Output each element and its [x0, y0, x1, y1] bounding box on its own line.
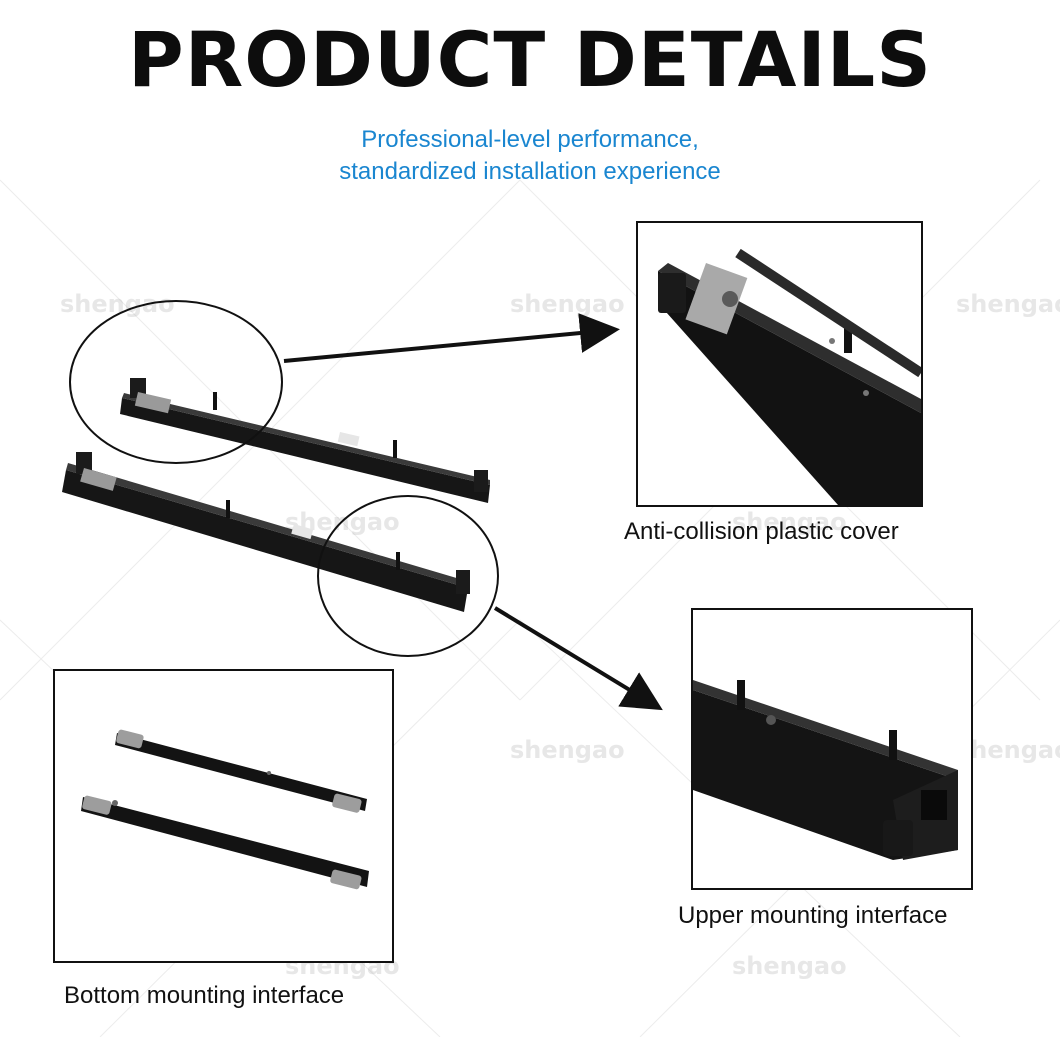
watermark: shengao: [956, 290, 1060, 318]
caption-upper-mounting: Upper mounting interface: [678, 902, 948, 929]
subtitle-line-2: standardized installation experience: [339, 158, 721, 185]
watermark: shengao: [732, 952, 847, 980]
watermark: shengao: [60, 290, 175, 318]
watermark: shengao: [956, 736, 1060, 764]
caption-bottom-mounting: Bottom mounting interface: [64, 982, 345, 1009]
watermark: shengao: [732, 508, 847, 536]
lower-rail-image: [62, 452, 470, 612]
detail-frame-plastic-cover: [636, 221, 923, 507]
bottom-mounting-image: [81, 729, 369, 890]
upper-mounting-image: [693, 680, 958, 860]
callout-circle-top: [69, 300, 283, 464]
upper-rail-image: [120, 378, 490, 503]
plastic-cover-image: [658, 248, 921, 505]
watermark: shengao: [510, 736, 625, 764]
arrow-to-bottom-right: [493, 606, 663, 711]
detail-frame-bottom-mounting: [53, 669, 394, 963]
arrow-to-top-right: [283, 313, 620, 363]
callout-circle-bottom: [317, 495, 499, 657]
detail-frame-upper-mounting: [691, 608, 973, 890]
subtitle-line-1: Professional-level performance,: [361, 126, 699, 153]
caption-plastic-cover: Anti-collision plastic cover: [624, 518, 899, 545]
page-title: PRODUCT DETAILS: [128, 15, 932, 104]
